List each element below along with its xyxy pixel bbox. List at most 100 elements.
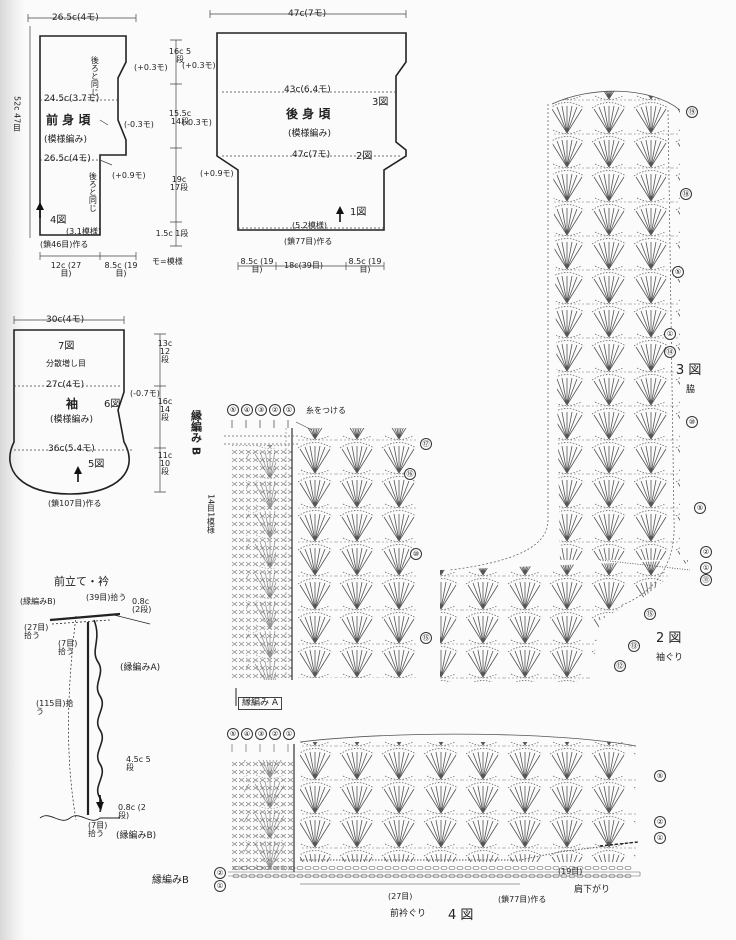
edge-b-row-4: ④ (241, 404, 253, 416)
fig3-sub: 脇 (686, 385, 696, 395)
fig4-title: 4 図 (448, 908, 474, 923)
edge-a-row-3: ③ (255, 728, 267, 740)
front-mid-width-1: 24.5c(3.7モ) (44, 94, 100, 104)
dim-15-5c-14rows: 15.5c 14段 (168, 109, 192, 126)
back-bottom-3: 8.5c (19目) (348, 257, 382, 274)
fig2-num-13: ⑬ (628, 640, 640, 652)
dim-dec-left: (-0.3モ) (124, 120, 154, 129)
fig2-title: 2 図 (656, 631, 682, 646)
front-bottom-left: 12c (27目) (50, 261, 82, 278)
edge-b-rows-note: 14目1模様 (206, 494, 216, 534)
back-fig2-label: 2図 (356, 151, 373, 162)
edge-a-row-5: ⑤ (227, 728, 239, 740)
collar-height-bottom: 0.8c (2段) (118, 803, 146, 820)
sleeve-dimension-lines (13, 316, 166, 493)
back-mid-width-1: 43c(6.4モ) (284, 85, 331, 95)
sleeve-schematic (9, 329, 130, 495)
dim-19c-17rows: 19c 17段 (169, 175, 189, 192)
sleeve-fig5-label: 5図 (88, 459, 105, 470)
edge-a-right-1: ① (654, 832, 666, 844)
edge-b-attach-note: 糸をつける (306, 406, 346, 415)
edge-b-side-17: ⑰ (420, 438, 432, 450)
front-pattern: (模様編み) (44, 135, 88, 145)
back-body-schematic (216, 32, 407, 231)
edge-b-row-2: ② (269, 404, 281, 416)
collar-pick-39: (39目)拾う (86, 593, 127, 602)
collar-title: 前立て・衿 (54, 575, 109, 588)
fig4-count-19: (19目) (558, 867, 583, 876)
fig3-num-1b: ① (700, 562, 712, 574)
fig4-left-2: ② (214, 867, 226, 879)
sleeve-note: 分散増し目 (46, 359, 86, 368)
front-body-schematic (39, 35, 127, 236)
sleeve-arrowhead (74, 466, 82, 474)
sleeve-dim-dec: (-0.7モ) (130, 389, 160, 398)
dim-inc-right: (+0.3モ) (182, 61, 216, 70)
fig4-neck: 前衿ぐり (390, 909, 427, 919)
sleeve-mid-width-1: 27c(4モ) (46, 380, 85, 390)
back-start-width: (5.2模様) (292, 221, 327, 230)
fig3-num-5b: ⑤ (694, 502, 706, 514)
fig3-fig2-chart (440, 90, 691, 682)
edge-b-side-15: ⑮ (420, 632, 432, 644)
sleeve-dim-11c: 11c 10段 (157, 451, 173, 476)
collar-arrowhead (96, 802, 104, 810)
front-start-width: (3.1模様) (66, 227, 101, 236)
edge-b-side-16: ⑯ (404, 468, 416, 480)
back-dimension-lines (209, 10, 407, 270)
front-mid-width-2: 26.5c(4モ) (44, 154, 91, 164)
sleeve-fig6-label: 6図 (104, 399, 121, 410)
dim-16c-5rows: 16c 5段 (168, 47, 192, 64)
fig2-num-12: ⑫ (614, 660, 626, 672)
fig3-title: 3 図 (676, 363, 702, 378)
fig3-num-10: ⑩ (686, 416, 698, 428)
front-title: 前 身 頃 (46, 113, 91, 127)
collar-edge-a: (縁編みA) (120, 663, 161, 673)
collar-width-4-5: 4.5c 5段 (126, 755, 151, 772)
sleeve-start-chain: (鎖107目)作る (48, 499, 102, 508)
center-dimension-column (170, 39, 182, 247)
front-total-height: 52c 47目 (12, 96, 22, 132)
front-side-note-top: 後ろと同じ (90, 56, 100, 96)
edge-a-fig4-chart (228, 688, 641, 885)
front-dimension-lines (27, 14, 137, 260)
front-start-chain: (鎖46目)作る (40, 240, 89, 249)
collar-height-top: 0.8c (2段) (132, 597, 152, 614)
back-fig1-label: 1図 (350, 207, 367, 218)
sleeve-dim-16c: 16c 14段 (157, 397, 173, 422)
fig4-edge-b: 縁編みB (152, 875, 189, 886)
back-bottom-2: 18c(39目) (284, 261, 323, 270)
front-side-note-bottom: 後ろと同じ (88, 172, 98, 212)
collar-pick-7-bottom: (7目)拾う (88, 821, 108, 838)
sleeve-top-width: 30c(4モ) (46, 315, 85, 325)
back-start-chain: (鎖77目)作る (284, 237, 333, 246)
back-pattern: (模様編み) (288, 129, 332, 139)
dim-1-5c-1row: 1.5c 1段 (155, 229, 189, 238)
edge-a-right-5: ⑤ (654, 770, 666, 782)
edge-b-row-3: ③ (255, 404, 267, 416)
fig3-num-5a: ⑤ (672, 266, 684, 278)
edge-a-right-2: ② (654, 816, 666, 828)
edge-b-row-5: ⑤ (227, 404, 239, 416)
pattern-legend: モ=模様 (152, 257, 183, 266)
back-bottom-1: 8.5c (19目) (240, 257, 274, 274)
fig4-chain-77: (鎖77目)作る (498, 895, 547, 904)
edge-a-row-2: ② (269, 728, 281, 740)
fig2-sub: 袖ぐり (656, 653, 684, 663)
collar-schematic (39, 612, 151, 821)
edge-b-title: 縁編み B (189, 410, 203, 456)
fig3-num-18: ⑱ (680, 188, 692, 200)
back-mid-width-2: 47c(7モ) (292, 150, 331, 160)
dim-dec-right: (-0.3モ) (182, 118, 212, 127)
back-arrowhead (336, 206, 344, 214)
collar-edge-b-top: (縁編みB) (20, 597, 56, 606)
edge-a-row-4: ④ (241, 728, 253, 740)
collar-pick-7-top: (7目)拾う (58, 639, 78, 656)
fig2-num-15: ⑮ (644, 608, 656, 620)
back-inc: (+0.9モ) (200, 169, 234, 178)
sleeve-fig7-label: 7図 (58, 341, 75, 352)
back-title: 後 身 頃 (286, 107, 331, 121)
fig3-num-19: ⑲ (686, 106, 698, 118)
edge-b-chart (224, 420, 416, 680)
